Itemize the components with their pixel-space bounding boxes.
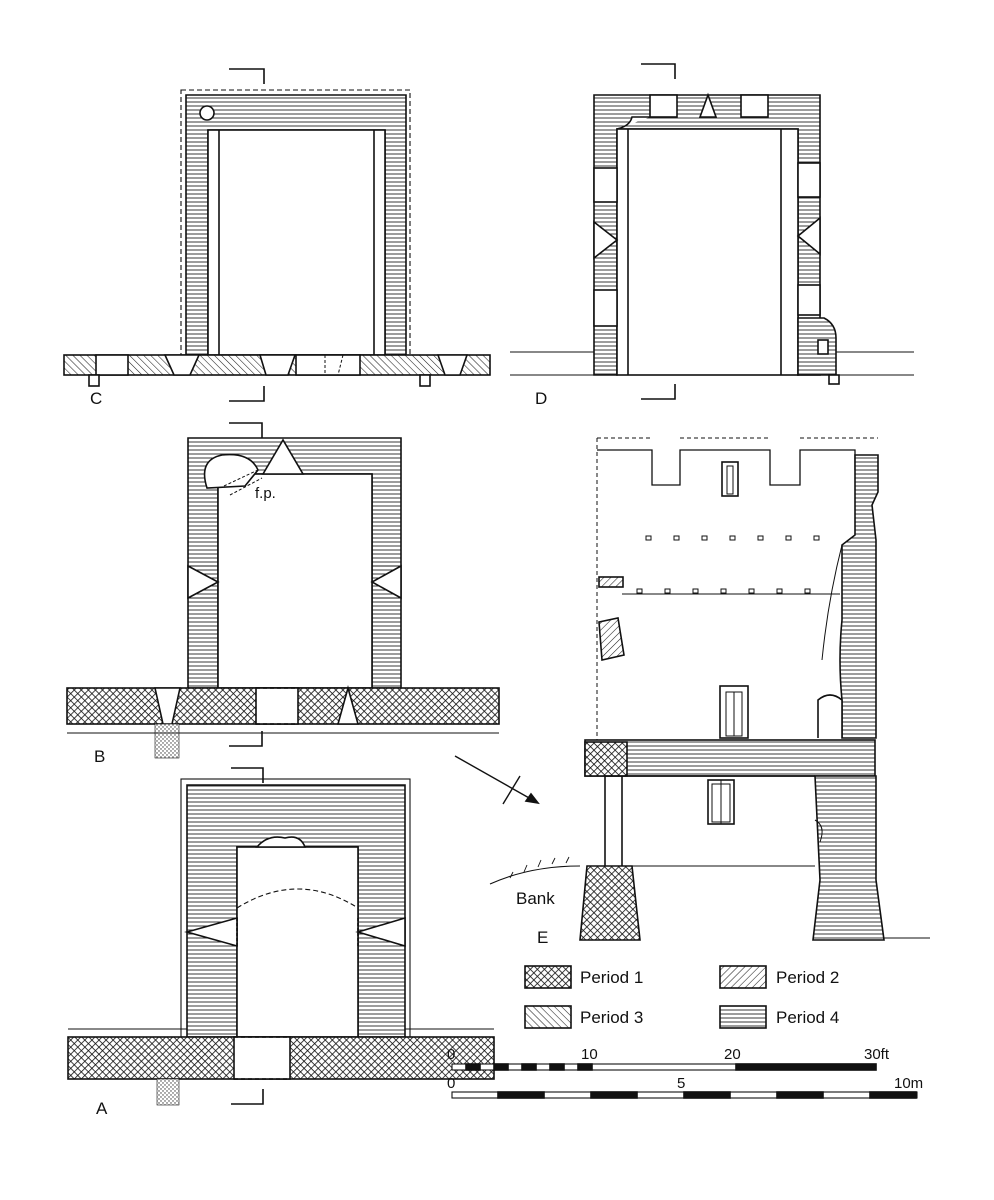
- legend-swatch-period-1: [524, 965, 572, 989]
- scale-bar-metres: [451, 1091, 918, 1099]
- scale-metres-tick-0: 0: [447, 1075, 455, 1092]
- legend-swatch-period-3: [524, 1005, 572, 1029]
- plan-b: [66, 422, 500, 759]
- bank-label: Bank: [516, 889, 555, 908]
- plan-label-a: A: [96, 1099, 108, 1118]
- plan-a: [67, 767, 495, 1106]
- plan-d: [510, 63, 914, 400]
- scale-feet-tick-30ft: 30ft: [864, 1046, 890, 1063]
- fireplace-label: f.p.: [255, 485, 276, 502]
- scale-feet-tick-20: 20: [724, 1046, 741, 1063]
- plan-label-c: C: [90, 389, 102, 408]
- north-arrow: [454, 755, 540, 805]
- scale-bar-feet: [451, 1063, 877, 1071]
- plan-label-b: B: [94, 747, 105, 766]
- scale-feet-tick-10: 10: [581, 1046, 598, 1063]
- plan-c: [63, 68, 491, 402]
- legend: [524, 965, 767, 1029]
- scale-metres-tick-5: 5: [677, 1075, 685, 1092]
- plan-label-d: D: [535, 389, 547, 408]
- plan-label-e: E: [537, 928, 548, 947]
- elevation-e: [489, 437, 930, 941]
- legend-label-period-1: Period 1: [580, 968, 643, 987]
- legend-label-period-2: Period 2: [776, 968, 839, 987]
- legend-label-period-4: Period 4: [776, 1008, 839, 1027]
- legend-swatch-period-2: [719, 965, 767, 989]
- legend-swatch-period-4: [719, 1005, 767, 1029]
- scale-feet-tick-0: 0: [447, 1046, 455, 1063]
- scale-metres-tick-10m: 10m: [894, 1075, 923, 1092]
- legend-label-period-3: Period 3: [580, 1008, 643, 1027]
